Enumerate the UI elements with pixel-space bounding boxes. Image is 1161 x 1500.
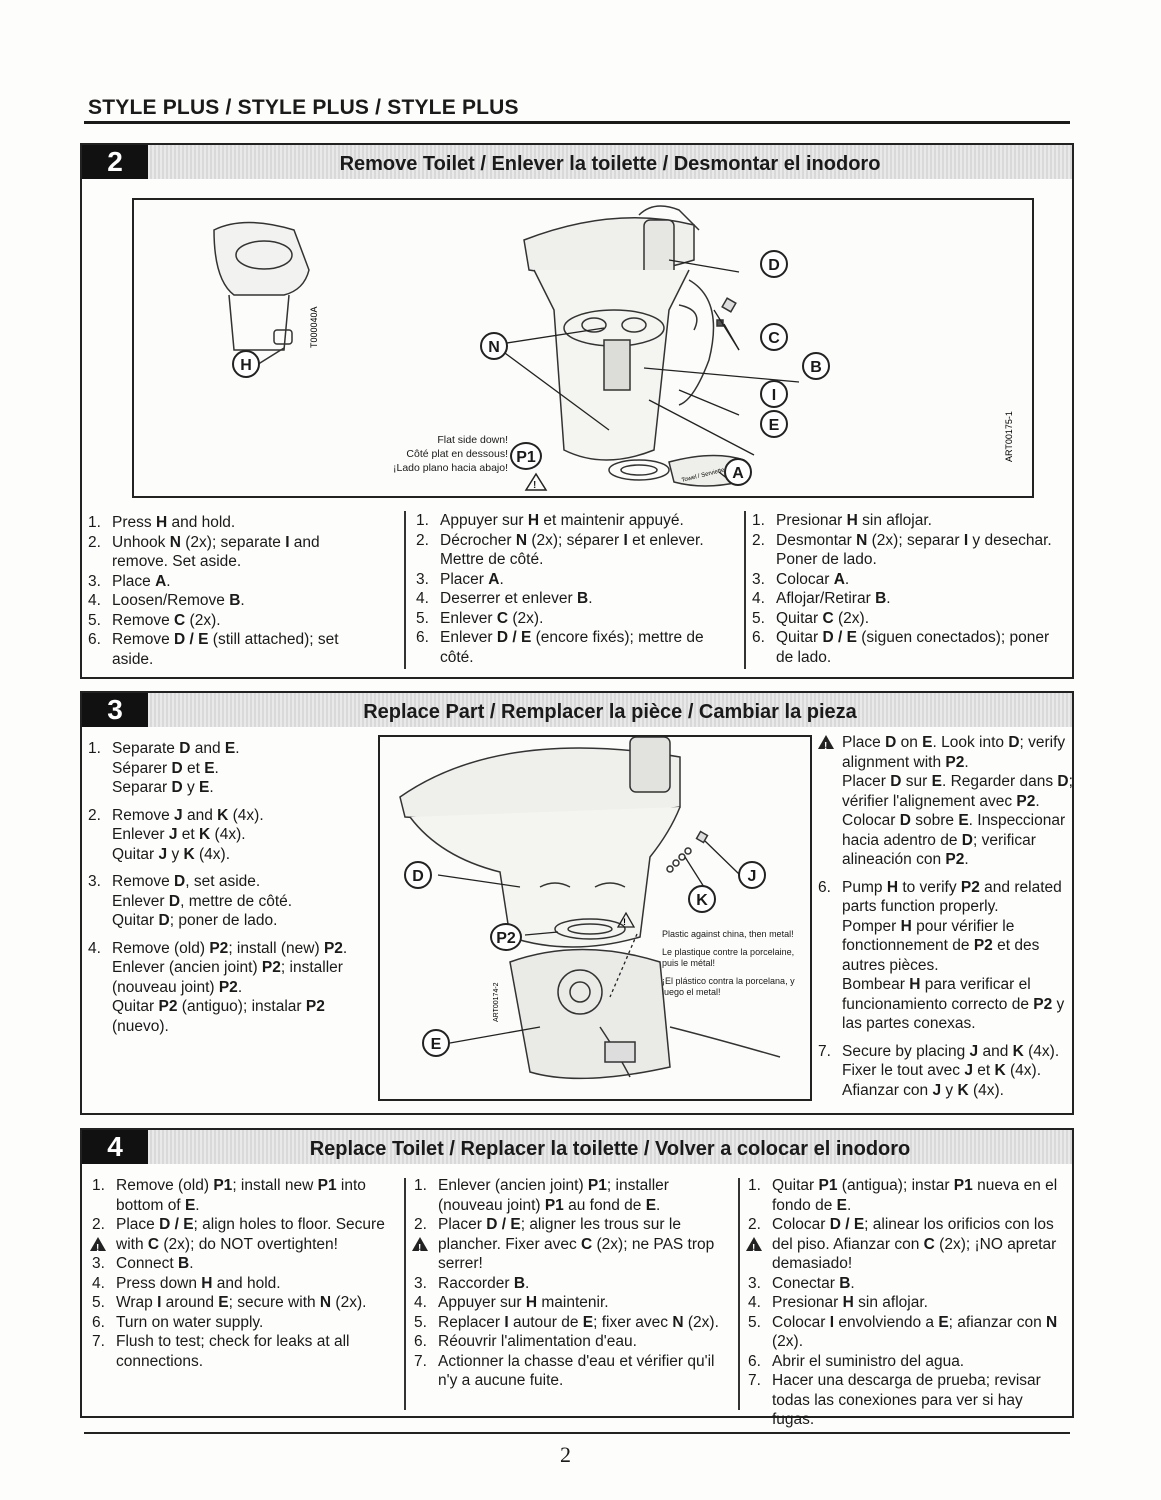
callout-i: I [760,380,788,408]
steps-right: Place D on E. Look into D; verify alignm… [818,733,1074,1108]
bottom-rule [84,1432,1070,1434]
section-title: Remove Toilet / Enlever la toilette / De… [339,153,881,175]
figure-remove-toilet: T000040A ART00175-1 Towel / Serviette / … [132,198,1034,498]
callout-j: J [738,861,766,889]
callout-e: E [760,410,788,438]
list-item: 2.Unhook N (2x); separate I and remove. … [88,533,320,571]
flat-side-note: Flat side down! Côté plat en dessous! ¡L… [392,434,508,474]
warning-icon [90,1237,106,1259]
warning-icon [818,735,834,757]
section-bar [82,693,1072,727]
steps-spanish: 1.Quitar P1 (antigua); instar P1 nueva e… [746,1176,1068,1430]
list-item: 4.Deserrer et enlever B. [416,590,593,607]
list-item: 4.Press down H and hold. [92,1274,281,1292]
list-item: 6.Abrir el suministro del agua. [748,1352,965,1370]
list-item: 7.Hacer una descarga de prueba; revisar … [748,1372,1041,1428]
list-item: 1.Appuyer sur H et maintenir appuyé. [416,512,684,529]
list-item: 5.Remove C (2x). [88,611,221,629]
step-number: 4 [82,1130,148,1164]
steps-english: 1.Press H and hold. 2.Unhook N (2x); sepa… [88,513,378,669]
list-item: 4.Aflojar/Retirar B. [752,590,891,607]
list-item: 5.Wrap I around E; secure with N (2x). [92,1294,367,1311]
step-block: Place D on E. Look into D; verify alignm… [818,733,1074,870]
callout-p2: P2 [490,923,522,951]
list-item: 3.Place A. [88,572,171,590]
page-number: 2 [560,1442,571,1467]
list-item: 2.Desmontar N (2x); separar I y desechar… [752,531,1052,569]
list-item: 1.Enlever (ancien joint) P1; installer (… [414,1177,669,1214]
list-item: 6.Turn on water supply. [92,1313,264,1331]
callout-e: E [422,1029,450,1057]
step-block: 6.Pump H to verify P2 and related parts … [818,878,1065,1033]
header-rule [84,121,1070,124]
list-item: 6.Enlever D / E (encore fixés); mettre d… [416,629,704,666]
list-item: 6.Réouvrir l'alimentation d'eau. [414,1333,637,1350]
callout-b: B [802,352,830,380]
list-item: 2.Place D / E; align holes to floor. Sec… [90,1215,392,1259]
list-item: 1.Quitar P1 (antigua); instar P1 nueva e… [748,1177,1058,1214]
callout-n: N [480,332,508,360]
section-title: Replace Toilet / Replacer la toilette / … [309,1138,911,1160]
list-item: 6.Remove D / E (still attached); set asi… [88,631,339,668]
step-block: 2.Remove J and K (4x).Enlever J et K (4x… [88,806,264,863]
callout-a: A [724,458,752,486]
step-block: 4.Remove (old) P2; install (new) P2.Enle… [88,939,348,1035]
steps-french: 1.Appuyer sur H et maintenir appuyé. 2.Dé… [416,511,716,667]
step-block: 7.Secure by placing J and K (4x).Fixer l… [818,1042,1060,1099]
toilet-illustration: T000040A ART00175-1 Towel / Serviette / … [213,205,1014,491]
list-item: 4.Appuyer sur H maintenir. [414,1294,609,1311]
list-item: 7.Flush to test; check for leaks at all … [92,1333,350,1370]
section-replace-part: 3 Replace Part / Remplacer la pièce / Ca… [80,691,1074,1115]
page-header: STYLE PLUS / STYLE PLUS / STYLE PLUS [88,96,519,119]
step-block: 1.Separate D and E.Séparer D et E.Separa… [88,740,240,796]
list-item: 4.Loosen/Remove B. [88,592,245,609]
list-item: 5.Colocar I envolviendo a E; afianzar co… [748,1313,1058,1351]
warning-icon [412,1237,428,1259]
steps-english: 1.Remove (old) P1; install new P1 into b… [90,1176,392,1371]
callout-h: H [232,350,260,378]
list-item: 3.Placer A. [416,570,504,588]
callout-c: C [760,323,788,351]
list-item: 3.Colocar A. [752,570,850,588]
callout-d: D [760,250,788,278]
list-item: 2.Décrocher N (2x); séparer I et enlever… [416,531,704,569]
list-item: 2.Placer D / E; aligner les trous sur le… [412,1215,724,1274]
section-title: Replace Part / Remplacer la pièce / Camb… [363,701,857,723]
step-number: 3 [82,693,148,727]
list-item: 1.Press H and hold. [88,514,236,531]
svg-text:!: ! [533,480,536,491]
steps-left: 1.Separate D and E.Séparer D et E.Separa… [88,739,373,1044]
list-item: 7.Actionner la chasse d'eau et vérifier … [414,1352,715,1390]
section-replace-toilet: 4 Replace Toilet / Replacer la toilette … [80,1128,1074,1428]
section-remove-toilet: 2 Remove Toilet / Enlever la toilette / … [80,143,1074,679]
section-bar [82,145,1072,179]
list-item: 5.Quitar C (2x). [752,609,870,627]
list-item: 4.Presionar H sin aflojar. [748,1294,928,1311]
list-item: 3.Connect B. [92,1255,194,1272]
figure-code: ART00175-1 [1004,411,1014,462]
svg-text:!: ! [623,917,626,927]
list-item: 5.Enlever C (2x). [416,609,544,627]
steps-spanish: 1.Presionar H sin aflojar. 2.Desmontar N … [752,511,1062,667]
bowl-illustration: ! ART00174-2 [399,736,781,1080]
section-bar [82,1130,1072,1164]
plastic-note: Plastic against china, then metal! Le pl… [662,929,795,997]
figure-replace-part: ! ART00174-2 D J K P2 E Plastic against … [378,735,812,1101]
callout-k: K [688,885,716,913]
warning-icon [746,1237,762,1259]
step-number: 2 [82,145,148,179]
figure-code: ART00174-2 [493,982,500,1022]
step-block: 3.Remove D, set aside.Enlever D, mettre … [88,873,293,929]
list-item: 2.Colocar D / E; alinear los orificios c… [746,1215,1068,1274]
list-item: 1.Remove (old) P1; install new P1 into b… [92,1177,366,1214]
list-item: 3.Conectar B. [748,1274,855,1292]
callout-p1: P1 [510,442,542,470]
steps-french: 1.Enlever (ancien joint) P1; installer (… [412,1176,724,1391]
list-item: 1.Presionar H sin aflojar. [752,512,932,529]
list-item: 3.Raccorder B. [414,1274,530,1292]
callout-d: D [404,861,432,889]
list-item: 5.Replacer I autour de E; fixer avec N (… [414,1313,719,1331]
list-item: 6.Quitar D / E (siguen conectados); pone… [752,629,1050,666]
figure-code: T000040A [309,306,319,348]
